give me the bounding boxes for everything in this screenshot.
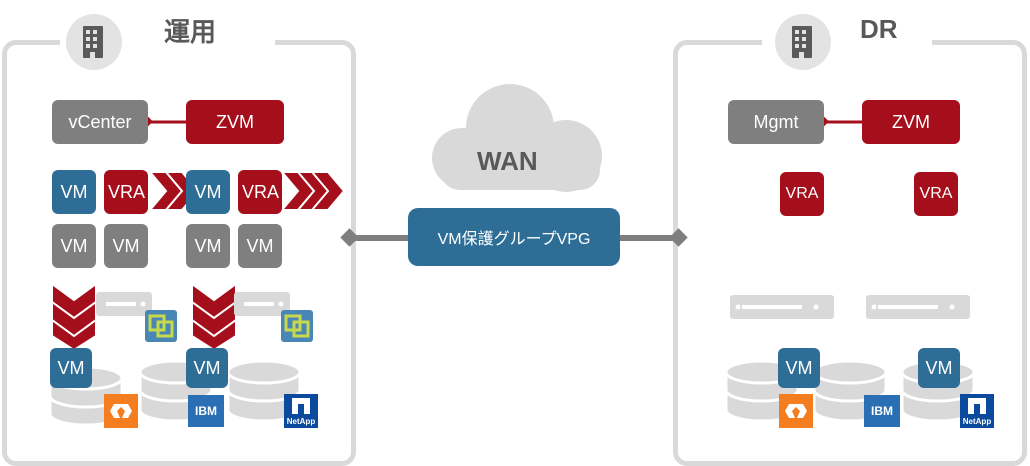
right-site-title: DR	[852, 14, 906, 45]
ibm-logo	[864, 395, 900, 427]
vm-box: VM	[238, 224, 282, 268]
vm-box: VM	[186, 224, 230, 268]
wan-cloud-icon	[432, 84, 602, 192]
server-icon	[234, 292, 290, 316]
netapp-logo	[284, 394, 318, 428]
vra-box: VRA	[238, 170, 282, 214]
database-icon	[226, 359, 302, 423]
vpg-label: VM保護グループVPG	[408, 208, 620, 266]
vm-box: VM	[186, 170, 230, 214]
vm-box: VM	[104, 224, 148, 268]
chevron-down-icon	[51, 282, 237, 352]
netapp-logo	[960, 394, 994, 428]
zvm-box: ZVM	[186, 100, 284, 144]
vm-box: VM	[52, 170, 96, 214]
ibm-label: IBM	[871, 404, 893, 418]
vm-box: VM	[52, 224, 96, 268]
pure-storage-logo	[779, 394, 813, 428]
pure-storage-logo	[104, 394, 138, 428]
server-icon	[866, 295, 970, 319]
netapp-label: NetApp	[962, 417, 992, 426]
vm-box: VM	[50, 348, 92, 388]
chevron-arrow-icon	[147, 171, 346, 211]
server-icon	[96, 292, 152, 316]
building-icon	[83, 26, 103, 58]
vra-box: VRA	[780, 172, 824, 216]
building-icon	[792, 26, 812, 58]
vra-box: VRA	[914, 172, 958, 216]
vcenter-box: vCenter	[52, 100, 148, 144]
server-icon	[730, 295, 834, 319]
vm-box: VM	[918, 348, 960, 388]
zvm-box: ZVM	[862, 100, 960, 144]
vm-box: VM	[186, 348, 228, 388]
netapp-label: NetApp	[286, 417, 316, 426]
vmware-icon	[281, 310, 313, 342]
ibm-logo	[188, 395, 224, 427]
left-site-title: 運用	[156, 12, 225, 49]
ibm-label: IBM	[195, 404, 217, 418]
wan-label: WAN	[477, 146, 538, 176]
vra-box: VRA	[104, 170, 148, 214]
vm-box: VM	[778, 348, 820, 388]
vmware-icon	[145, 310, 177, 342]
mgmt-box: Mgmt	[728, 100, 824, 144]
